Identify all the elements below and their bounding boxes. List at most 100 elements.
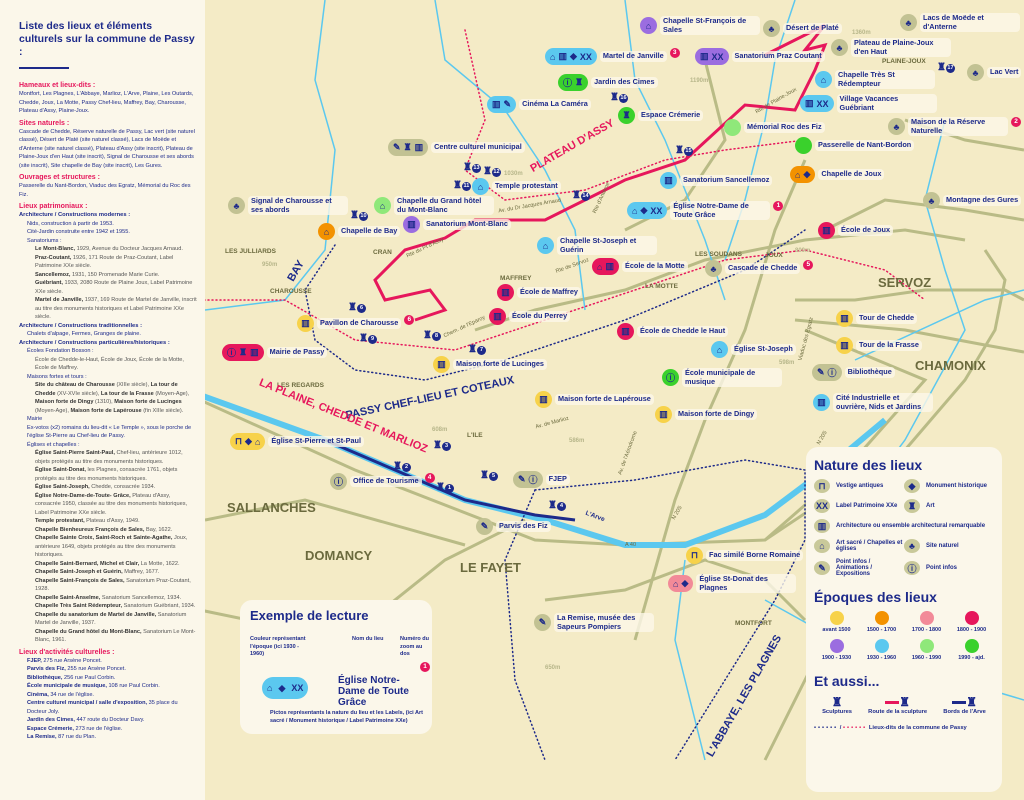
place-marker[interactable]: ⌂Chapelle St-Joseph et Guérin xyxy=(537,236,657,255)
place-marker[interactable]: ▥École du Perrey xyxy=(489,308,571,325)
place-marker[interactable]: ✎♜▥Centre culturel municipal xyxy=(388,139,525,156)
list-item: Mairie xyxy=(27,416,43,422)
sculpture-marker[interactable]: ♜12 xyxy=(483,166,501,177)
monument-icon: ◆ xyxy=(245,436,252,446)
epoch-pill: ⌂ xyxy=(318,223,335,240)
sculpture-marker[interactable]: ♜10 xyxy=(350,210,368,221)
site-naturel-icon: ♣ xyxy=(710,263,717,274)
place-marker[interactable]: ⌂▥École de la Motte xyxy=(592,258,688,275)
place-marker[interactable]: ⓘ♜▥Mairie de Passy xyxy=(222,344,328,361)
place-marker[interactable]: ⌂Chapelle Très St Rédempteur xyxy=(815,70,935,89)
place-marker[interactable]: ▥Tour de la Frasse xyxy=(836,337,922,354)
place-marker[interactable]: ▥Maison forte de Lapérouse xyxy=(535,391,654,408)
art-icon: ♜ xyxy=(904,499,920,513)
place-marker[interactable]: ▥Tour de Chedde xyxy=(836,310,917,327)
place-marker[interactable]: ⌂Chapelle du Grand hôtel du Mont-Blanc xyxy=(374,196,494,215)
sculpture-marker[interactable]: ♜14 xyxy=(572,190,590,201)
item-detail: (XIIIe siècle), xyxy=(114,382,151,388)
item-detail: Sanatorium Sancellemoz, 1934. xyxy=(100,594,182,601)
site-naturel-icon: ♣ xyxy=(836,42,843,53)
place-marker[interactable]: Mémorial Roc des Fiz xyxy=(724,119,825,136)
place-marker[interactable]: ♣Signal de Charousse et ses abords xyxy=(228,196,348,215)
sculpture-marker[interactable]: ♜9 xyxy=(359,333,377,344)
place-marker[interactable]: ⓘ♜Jardin des Cimes xyxy=(558,74,658,91)
place-marker[interactable]: ▥Maison forte de Lucinges xyxy=(433,356,547,373)
sculpture-marker[interactable]: ♜5 xyxy=(480,470,498,481)
sculpture-marker[interactable]: ♜11 xyxy=(453,180,471,191)
sculpture-marker[interactable]: ♜6 xyxy=(348,302,366,313)
hamlet-label: CHAROUSSE xyxy=(270,288,312,295)
place-marker[interactable]: ⌂Église St-Joseph xyxy=(711,341,796,358)
epoch-color-swatch xyxy=(874,611,889,625)
place-marker[interactable]: ⊓Fac similé Borne Romaine xyxy=(686,547,804,564)
sculpture-icon: ♜ xyxy=(480,470,489,481)
list-item: École municipale de musique, 108 rue Pau… xyxy=(27,682,197,691)
place-marker[interactable]: ♣Désert de Platé xyxy=(763,20,842,37)
sculpture-marker[interactable]: ♜13 xyxy=(463,162,481,173)
place-name: Chapelle St-François de Sales xyxy=(660,16,760,35)
site-naturel-icon: ♣ xyxy=(972,67,979,78)
sculpture-marker[interactable]: ♜2 xyxy=(393,461,411,472)
place-marker[interactable]: ⊓◆⌂Église St-Pierre et St-Paul xyxy=(230,433,365,450)
item-detail: Sanatorium Praz-Coutant, 1928. xyxy=(35,577,191,593)
place-marker[interactable]: ♣Plateau de Plaine-Joux d'en Haut xyxy=(831,38,951,57)
place-marker[interactable]: ▥École de Chedde le Haut xyxy=(617,323,729,340)
place-marker[interactable]: ▥✎Cinéma La Caméra xyxy=(487,96,591,113)
place-marker[interactable]: ⌂Chapelle de Bay xyxy=(318,223,401,240)
epoch-pill: ⓘ xyxy=(330,473,347,490)
place-marker[interactable]: ✎La Remise, musée des Sapeurs Pompiers xyxy=(534,613,654,632)
sculpture-icon: ♜ xyxy=(433,440,442,451)
sculpture-marker[interactable]: ♜3 xyxy=(433,440,451,451)
place-marker[interactable]: ▥École de Joux xyxy=(818,222,894,239)
place-marker[interactable]: ✎Parvis des Fiz xyxy=(476,518,551,535)
place-marker[interactable]: ▥Maison forte de Dingy xyxy=(655,406,758,423)
sculpture-marker[interactable]: ♜4 xyxy=(548,500,566,511)
sculpture-marker[interactable]: ♜15 xyxy=(675,145,693,156)
place-marker[interactable]: ♜Espace Crémerie xyxy=(618,107,704,124)
hamlet-label: L'ILE xyxy=(467,432,483,439)
place-marker[interactable]: ▥Sanatorium Sancellemoz xyxy=(660,172,773,189)
sculpture-marker[interactable]: ♜17 xyxy=(937,62,955,73)
place-marker[interactable]: ▥Sanatorium Mont-Blanc xyxy=(403,216,511,233)
place-marker[interactable]: ⌂◆Chapelle de Joux xyxy=(790,166,885,183)
item-name: Centre culturel municipal / salle d'expo… xyxy=(27,700,148,706)
epoch-pill: ⌂◆ xyxy=(668,575,694,592)
place-marker[interactable]: ⌂Chapelle St-François de Sales xyxy=(640,16,760,35)
legend-label: Sculptures xyxy=(822,709,853,715)
legend-item-point-infos-animations: ✎Point infos / Animations / Expositions xyxy=(814,559,904,577)
sculpture-marker[interactable]: ♜8 xyxy=(423,330,441,341)
architecture-icon: ▥ xyxy=(822,225,831,235)
sculpture-number: 4 xyxy=(556,502,566,511)
place-marker[interactable]: Passerelle de Nant-Bordon xyxy=(795,137,915,154)
sculpture-marker[interactable]: ♜7 xyxy=(468,344,486,355)
legend-label: Route de la sculpture xyxy=(868,709,928,715)
art-sacre-icon: ⌂ xyxy=(795,169,801,180)
place-marker[interactable]: ▥Cité Industrielle et ouvrière, Nids et … xyxy=(813,393,933,412)
place-marker[interactable]: ♣Lacs de Moëde et d'Anterne xyxy=(900,13,1020,32)
epoch-pill: ♣ xyxy=(967,64,984,81)
example-zoom-note: Numéro du zoom au dos xyxy=(400,636,430,657)
place-marker[interactable]: ▥École de Maffrey xyxy=(497,284,581,301)
place-marker[interactable]: ♣Montagne des Gures xyxy=(923,192,1022,209)
item-name: Parvis des Fiz, xyxy=(27,666,66,672)
epoch-pill: ⓘ xyxy=(662,369,679,386)
place-marker[interactable]: ⌂Temple protestant xyxy=(472,178,561,195)
sculpture-marker[interactable]: ♜1 xyxy=(436,482,454,493)
architecture-icon: ▥ xyxy=(407,219,416,229)
sculpture-marker[interactable]: ♜16 xyxy=(610,92,628,103)
place-marker[interactable]: ♣Lac Vert xyxy=(967,64,1022,81)
place-marker[interactable]: ⌂◆Église St-Donat des Plagnes xyxy=(668,574,797,593)
architecture-icon: ▥ xyxy=(814,519,830,533)
